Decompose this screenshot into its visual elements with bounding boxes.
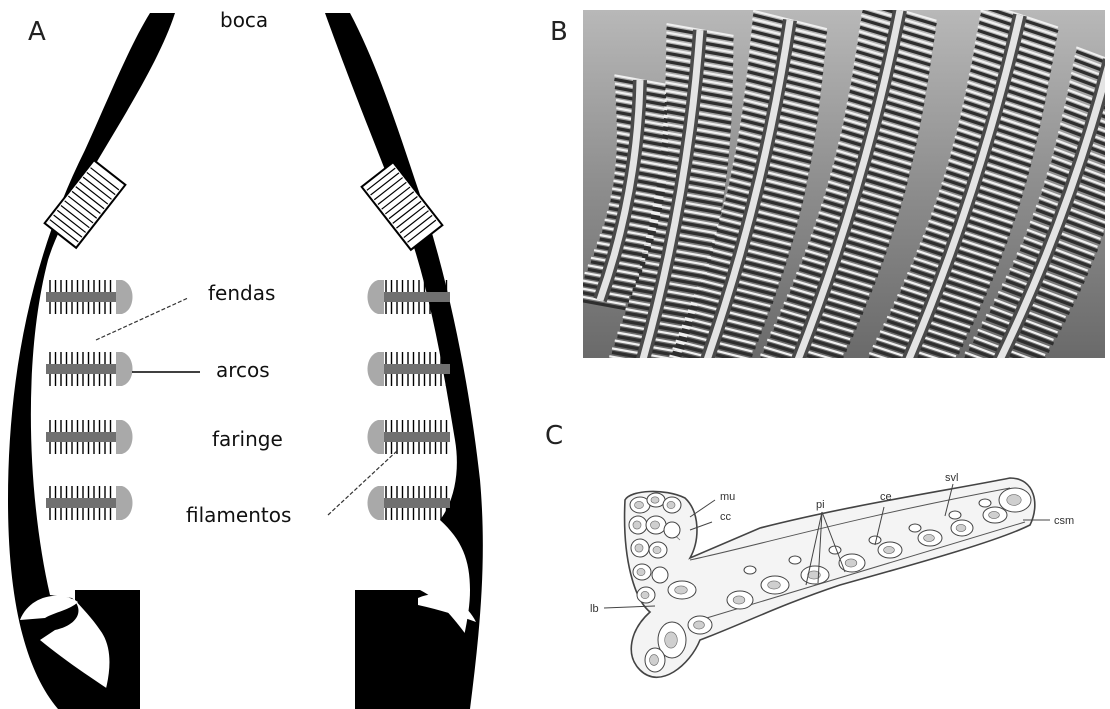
- left-gill-arches: [46, 280, 133, 520]
- label-fendas: fendas: [208, 281, 275, 305]
- label-pi: pi: [816, 499, 825, 511]
- gill-arch: [46, 420, 133, 454]
- panel-c: C mu cc lb pi ce svl csm: [545, 421, 1074, 677]
- sem-micrograph: [574, 0, 1110, 397]
- label-csm: csm: [1054, 515, 1074, 527]
- arch-cap: [368, 280, 379, 314]
- cell-nucleus: [635, 501, 644, 508]
- cell-nucleus: [653, 546, 661, 553]
- arch-cap-body: [378, 280, 384, 314]
- cell-nucleus: [675, 586, 688, 594]
- cell-nucleus: [641, 591, 649, 598]
- cell-nucleus: [650, 655, 659, 666]
- gill-arch: [368, 420, 451, 454]
- arch-cap-body: [116, 280, 122, 314]
- cell-nucleus: [1007, 495, 1021, 506]
- gill-arch: [46, 486, 133, 520]
- arch-bar: [378, 364, 450, 374]
- label-filamentos: filamentos: [186, 503, 291, 527]
- gill-arch: [46, 280, 133, 314]
- gill-arch: [46, 352, 133, 386]
- cell-nucleus: [635, 544, 643, 552]
- cell: [744, 566, 756, 574]
- gill-arch: [368, 486, 451, 520]
- arch-bar: [378, 292, 450, 302]
- cell: [979, 499, 991, 507]
- cell-nucleus: [651, 521, 660, 529]
- cell-nucleus: [694, 621, 705, 629]
- arch-cap: [368, 420, 379, 454]
- label-faringe: faringe: [212, 427, 283, 451]
- arch-cap: [122, 280, 133, 314]
- panel-a-letter: A: [28, 17, 46, 47]
- label-mu: mu: [720, 491, 735, 503]
- arch-cap: [368, 352, 379, 386]
- label-boca: boca: [220, 8, 268, 32]
- cell-nucleus: [651, 497, 659, 503]
- arch-bar: [378, 432, 450, 442]
- cell-nucleus: [637, 568, 645, 575]
- arch-cap-body: [116, 420, 122, 454]
- panel-b: B: [550, 0, 1110, 397]
- label-ce: ce: [880, 491, 892, 503]
- cell-nucleus: [989, 511, 1000, 518]
- arch-bar: [46, 292, 118, 302]
- arch-cap-body: [378, 352, 384, 386]
- cell-nucleus: [667, 501, 675, 508]
- cell-nucleus: [733, 596, 745, 604]
- cell: [949, 511, 961, 519]
- filament-outline: [625, 478, 1035, 677]
- cell-nucleus: [884, 546, 895, 553]
- cell-nucleus: [768, 581, 781, 589]
- cell: [909, 524, 921, 532]
- cell-nucleus: [633, 521, 641, 529]
- arch-cap-body: [116, 486, 122, 520]
- panel-c-letter: C: [545, 421, 563, 451]
- panel-b-letter: B: [550, 17, 568, 47]
- label-arcos: arcos: [216, 358, 270, 382]
- cell: [664, 522, 680, 538]
- arch-cap-body: [378, 486, 384, 520]
- arch-cap: [122, 420, 133, 454]
- panel-a: A: [8, 8, 483, 709]
- cell: [652, 567, 668, 583]
- cell: [869, 536, 881, 544]
- arch-bar: [46, 364, 118, 374]
- gill-arch: [368, 352, 451, 386]
- label-cc: cc: [720, 511, 732, 523]
- cell: [789, 556, 801, 564]
- cell-nucleus: [924, 534, 935, 541]
- cell-nucleus: [845, 559, 857, 567]
- cell-nucleus: [665, 632, 678, 648]
- arch-cap-body: [378, 420, 384, 454]
- label-lb: lb: [590, 603, 599, 615]
- arch-cap-body: [116, 352, 122, 386]
- cell-nucleus: [956, 524, 966, 531]
- label-svl: svl: [945, 472, 958, 484]
- arch-cap: [368, 486, 379, 520]
- arch-bar: [378, 498, 450, 508]
- arch-cap: [122, 352, 133, 386]
- arch-cap: [122, 486, 133, 520]
- arch-bar: [46, 498, 118, 508]
- arch-bar: [46, 432, 118, 442]
